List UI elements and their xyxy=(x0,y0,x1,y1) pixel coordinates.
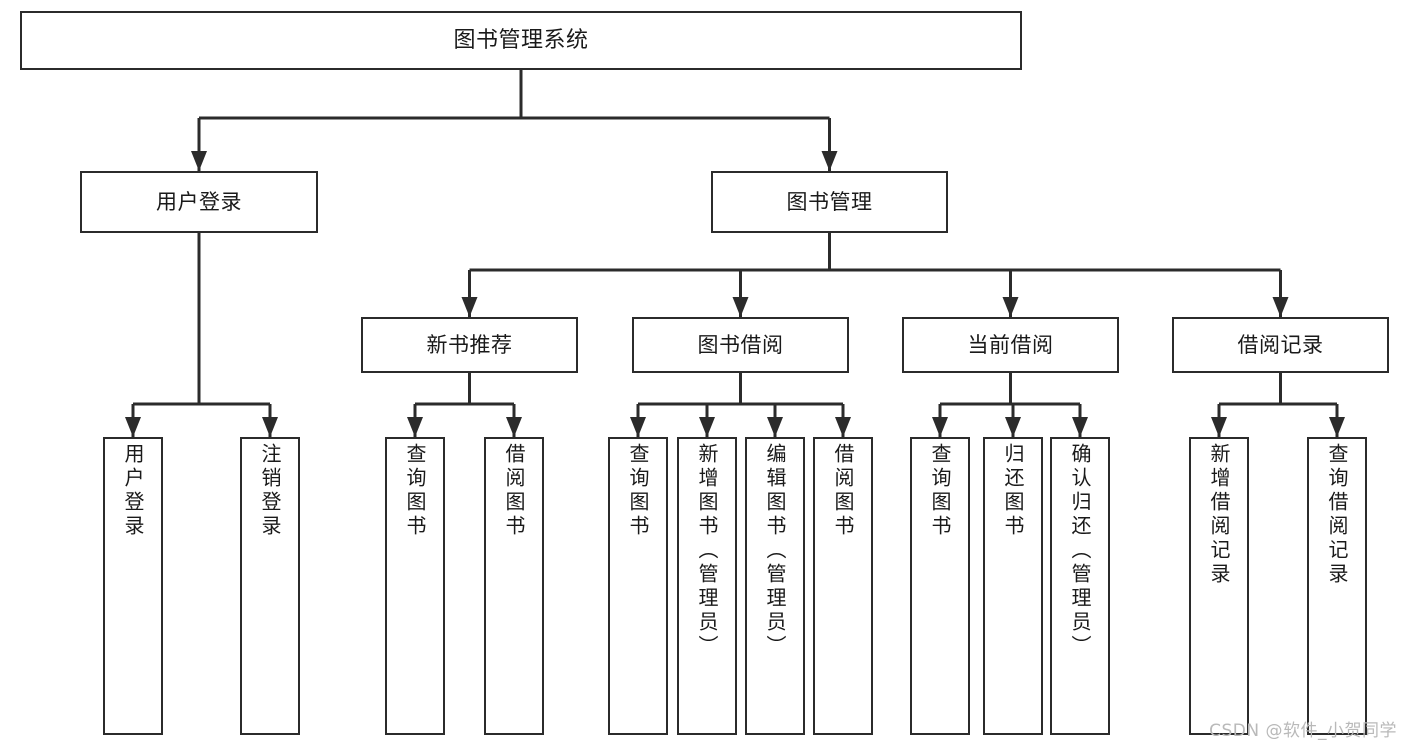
node-label: 用户登录 xyxy=(156,189,242,214)
arrowhead-l-nb-borrow xyxy=(506,417,522,437)
node-label: 图书借阅 xyxy=(697,332,784,357)
arrowhead-l-radd xyxy=(1211,417,1227,437)
node-l-badd[interactable]: 新增图书（管理员） xyxy=(677,437,737,735)
node-label: 编辑图书（管理员） xyxy=(763,443,787,659)
arrowhead-l-login xyxy=(125,417,141,437)
node-label: 归还图书 xyxy=(1001,443,1025,539)
node-label: 查询图书 xyxy=(626,443,650,539)
node-l-bborrow[interactable]: 借阅图书 xyxy=(813,437,873,735)
arrowhead-records xyxy=(1272,297,1289,317)
node-label: 当前借阅 xyxy=(967,332,1054,357)
node-login[interactable]: 用户登录 xyxy=(80,171,318,233)
node-label: 借阅记录 xyxy=(1237,332,1324,357)
node-l-rquery[interactable]: 查询借阅记录 xyxy=(1307,437,1367,735)
node-label: 用户登录 xyxy=(121,443,145,539)
node-l-logout[interactable]: 注销登录 xyxy=(240,437,300,735)
node-label: 查询图书 xyxy=(403,443,427,539)
node-l-creturn[interactable]: 归还图书 xyxy=(983,437,1043,735)
arrowhead-l-rquery xyxy=(1329,417,1345,437)
node-l-nb-query[interactable]: 查询图书 xyxy=(385,437,445,735)
node-l-login[interactable]: 用户登录 xyxy=(103,437,163,735)
node-l-bedit[interactable]: 编辑图书（管理员） xyxy=(745,437,805,735)
node-root[interactable]: 图书管理系统 xyxy=(20,11,1022,70)
arrowhead-l-bq xyxy=(630,417,646,437)
arrowhead-bookmgmt xyxy=(821,151,838,171)
watermark-text: CSDN @软件_小贺同学 xyxy=(1209,721,1397,741)
node-label: 确认归还（管理员） xyxy=(1068,443,1092,659)
node-label: 图书管理 xyxy=(786,189,873,214)
node-borrow[interactable]: 图书借阅 xyxy=(632,317,849,373)
node-label: 新增图书（管理员） xyxy=(695,443,719,659)
node-label: 借阅图书 xyxy=(502,443,526,539)
arrowhead-l-creturn xyxy=(1005,417,1021,437)
node-newbook[interactable]: 新书推荐 xyxy=(361,317,578,373)
arrowhead-newbook xyxy=(461,297,478,317)
node-records[interactable]: 借阅记录 xyxy=(1172,317,1389,373)
node-l-radd[interactable]: 新增借阅记录 xyxy=(1189,437,1249,735)
node-label: 查询图书 xyxy=(928,443,952,539)
node-label: 借阅图书 xyxy=(831,443,855,539)
node-l-cconfirm[interactable]: 确认归还（管理员） xyxy=(1050,437,1110,735)
node-bookmgmt[interactable]: 图书管理 xyxy=(711,171,948,233)
node-label: 新书推荐 xyxy=(426,332,513,357)
node-label: 注销登录 xyxy=(258,443,282,539)
arrowhead-l-bborrow xyxy=(835,417,851,437)
arrowhead-l-nb-query xyxy=(407,417,423,437)
node-current[interactable]: 当前借阅 xyxy=(902,317,1119,373)
arrowhead-l-cq xyxy=(932,417,948,437)
node-l-nb-borrow[interactable]: 借阅图书 xyxy=(484,437,544,735)
arrowhead-login xyxy=(191,151,207,171)
node-label: 查询借阅记录 xyxy=(1325,443,1349,587)
node-l-bq[interactable]: 查询图书 xyxy=(608,437,668,735)
arrowhead-l-badd xyxy=(699,417,715,437)
node-l-cq[interactable]: 查询图书 xyxy=(910,437,970,735)
node-label: 新增借阅记录 xyxy=(1207,443,1231,587)
arrowhead-current xyxy=(1002,297,1019,317)
arrowhead-l-cconfirm xyxy=(1072,417,1088,437)
arrowhead-borrow xyxy=(732,297,749,317)
node-label: 图书管理系统 xyxy=(453,27,589,53)
arrowhead-l-bedit xyxy=(767,417,783,437)
arrowhead-l-logout xyxy=(262,417,278,437)
